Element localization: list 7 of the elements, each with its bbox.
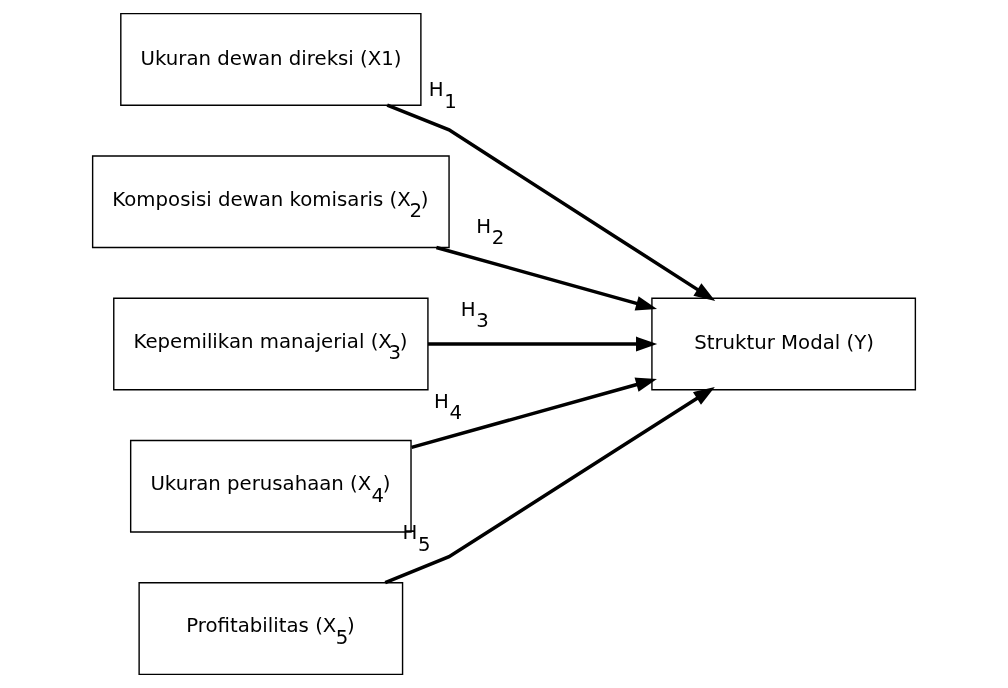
node-box: Struktur Modal (Y) [651,297,917,391]
arrow [428,336,658,352]
arrow [386,103,716,301]
arrow [384,387,715,585]
arrow [435,245,657,311]
node-box: Ukuran dewan direksi (X1) [120,12,422,106]
arrow [411,377,657,450]
